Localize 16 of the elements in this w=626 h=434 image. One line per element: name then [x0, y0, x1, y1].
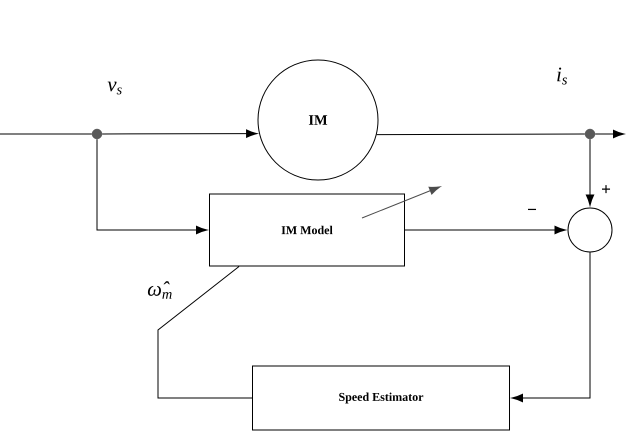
arrow — [512, 252, 590, 402]
edge-label: − — [526, 208, 538, 216]
summing-circle — [568, 208, 612, 252]
arrow — [404, 226, 566, 234]
arrow — [594, 130, 624, 138]
signal-label: i$_{s}$ — [557, 68, 567, 84]
arrow — [96, 138, 208, 234]
process-box: IM Model — [209, 194, 405, 266]
arrow — [586, 138, 594, 206]
edge-label: ω̂$_{m}$ — [146, 280, 174, 300]
junction-dot — [92, 128, 102, 140]
junction-dot — [584, 128, 596, 140]
arrow — [102, 129, 258, 138]
process-box: Speed Estimator — [252, 366, 510, 430]
signal-label: v$_{s}$ — [108, 82, 122, 94]
edge-label: + — [600, 184, 612, 196]
